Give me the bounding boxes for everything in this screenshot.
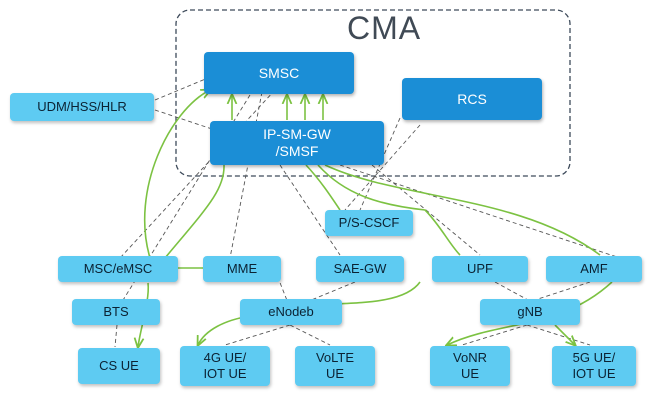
4g-ue-node: 4G UE/ IOT UE <box>180 346 270 386</box>
5g-ue-node: 5G UE/ IOT UE <box>552 346 636 386</box>
amf-node: AMF <box>546 256 642 282</box>
sae-gw-node: SAE-GW <box>316 256 404 282</box>
msc-emsc-node: MSC/eMSC <box>58 256 178 282</box>
cma-title: CMA <box>347 10 422 46</box>
p-s-cscf-node: P/S-CSCF <box>325 210 413 236</box>
udm-hss-hlr-node: UDM/HSS/HLR <box>10 93 154 121</box>
rcs-node: RCS <box>402 78 542 120</box>
enodeb-node: eNodeb <box>240 299 342 325</box>
upf-node: UPF <box>432 256 528 282</box>
ip-sm-gw-node: IP-SM-GW /SMSF <box>210 121 384 165</box>
gnb-node: gNB <box>480 299 580 325</box>
cs-ue-node: CS UE <box>78 348 160 384</box>
smsc-node: SMSC <box>204 52 354 94</box>
volte-ue-node: VoLTE UE <box>295 346 375 386</box>
mme-node: MME <box>203 256 281 282</box>
cma-container <box>175 9 571 177</box>
bts-node: BTS <box>72 299 160 325</box>
vonr-ue-node: VoNR UE <box>430 346 510 386</box>
